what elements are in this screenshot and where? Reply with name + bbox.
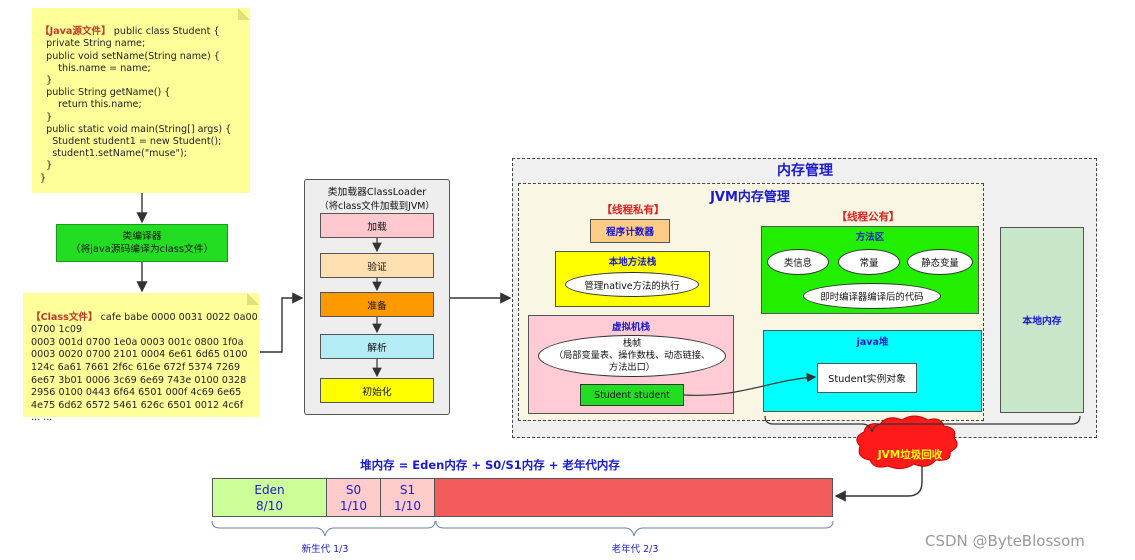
heap-segment-s1: S1 1/10 (381, 478, 435, 517)
student-instance: Student实例对象 (817, 363, 917, 393)
class-file-line: 2956 0100 0443 6f64 6501 000f 4c69 6e65 (31, 387, 242, 399)
java-source-line: Student student1 = new Student(); (40, 136, 222, 148)
java-source-line: public void setName(String name) { (40, 50, 220, 62)
jit-code-oval: 即时编译器编译后的代码 (803, 283, 941, 309)
classloader-step-verify: 验证 (320, 253, 434, 278)
constant-oval: 常量 (838, 249, 900, 275)
eden-name: Eden (254, 482, 285, 497)
java-source-line: } (40, 172, 47, 184)
java-source-line: public static void main(String[] args) { (40, 123, 232, 135)
class-file-header: 【Class文件】 (31, 311, 98, 323)
native-method-item: 管理native方法的执行 (565, 272, 699, 297)
classloader-step-init: 初始化 (320, 378, 434, 403)
student-reference: Student student (580, 384, 684, 406)
classloader-step-load: 加载 (320, 213, 434, 238)
classloader-title: 类加载器ClassLoader (327, 187, 427, 198)
stack-frame-line: （局部变量表、操作数栈、动态链接、 (553, 350, 711, 361)
java-source-line: } (40, 160, 53, 172)
watermark: CSDN @ByteBlossom (925, 532, 1085, 550)
arrow-class-to-loader (260, 292, 304, 353)
class-file-line: 6e67 3b01 0006 3c69 6e69 743e 0100 0328 (31, 374, 247, 386)
class-file-line: ... ... (31, 412, 53, 424)
vm-stack-title: 虚拟机栈 (611, 322, 650, 333)
heap-segment-s0: S0 1/10 (327, 478, 381, 517)
java-source-header: 【Java源文件】 (40, 26, 111, 38)
classloader-step-prepare: 准备 (320, 292, 434, 317)
s0-name: S0 (345, 482, 362, 497)
gc-label: JVM垃圾回收 (877, 449, 943, 461)
heap-segment-old (435, 478, 833, 517)
heap-formula: 堆内存 = Eden内存 + S0/S1内存 + 老年代内存 (360, 458, 620, 472)
java-source-line: student1.setName("muse"); (40, 148, 187, 160)
old-gen-label: 老年代 2/3 (611, 544, 659, 555)
memory-management-title: 内存管理 (777, 163, 833, 179)
java-source-line: } (40, 111, 53, 123)
young-gen-brace (211, 520, 436, 537)
java-source-note: 【Java源文件】 public class Student { private… (32, 8, 250, 193)
class-file-line: 0003 0020 0700 2101 0004 6e61 6d65 0100 (31, 349, 248, 361)
s0-ratio: 1/10 (340, 498, 367, 513)
heap-segment-eden: Eden 8/10 (212, 478, 327, 517)
compiler-subtitle: （将java源码编译为class文件） (70, 244, 214, 255)
classloader-subtitle: （将class文件加载到JVM） (319, 201, 435, 212)
jvm-memory-title: JVM内存管理 (710, 190, 790, 205)
compiler-title: 类编译器 (122, 231, 162, 242)
arrow-gc-to-heap (834, 466, 923, 502)
static-variable-oval: 静态变量 (907, 249, 973, 275)
class-file-line: 0700 1c09 (31, 324, 83, 336)
s1-ratio: 1/10 (394, 498, 421, 513)
class-file-line: 124c 6a61 7661 2f6c 616e 672f 5374 7269 (31, 361, 241, 373)
native-method-stack-title: 本地方法栈 (608, 257, 657, 268)
java-source-line: } (40, 75, 53, 87)
compiler-box: 类编译器 （将java源码编译为class文件） (56, 224, 228, 262)
class-info-oval: 类信息 (767, 249, 829, 275)
class-file-line: 4e75 6d62 6572 5461 626c 6501 0012 4c6f (31, 399, 244, 411)
java-source-line: public String getName() { (40, 87, 171, 99)
s1-name: S1 (399, 482, 416, 497)
class-file-line: 0003 001d 0700 1e0a 0003 001c 0800 1f0a (31, 336, 244, 348)
java-source-line: return this.name; (40, 99, 142, 111)
young-gen-label: 新生代 1/3 (301, 544, 349, 555)
java-source-line: public class Student { (110, 26, 220, 38)
java-heap-title: java堆 (856, 337, 889, 348)
classloader-step-resolve: 解析 (320, 334, 434, 359)
old-gen-brace (435, 520, 834, 537)
thread-public-label: 【线程公有】 (836, 211, 900, 223)
java-source-line: private String name; (40, 38, 146, 50)
class-file-line: cafe babe 0000 0031 0022 0a00 (97, 311, 258, 323)
class-file-note: 【Class文件】 cafe babe 0000 0031 0022 0a00 … (23, 293, 259, 423)
program-counter-box: 程序计数器 (590, 219, 670, 243)
java-source-line: this.name = name; (40, 62, 151, 74)
stack-frame-line: 栈帧 (622, 338, 642, 349)
native-memory-box: 本地内存 (1000, 227, 1084, 413)
stack-frame: 栈帧 （局部变量表、操作数栈、动态链接、 方法出口） (538, 335, 726, 377)
eden-ratio: 8/10 (256, 498, 283, 513)
stack-frame-line: 方法出口） (609, 362, 655, 373)
method-area-title: 方法区 (855, 232, 885, 243)
thread-private-label: 【线程私有】 (601, 204, 665, 216)
